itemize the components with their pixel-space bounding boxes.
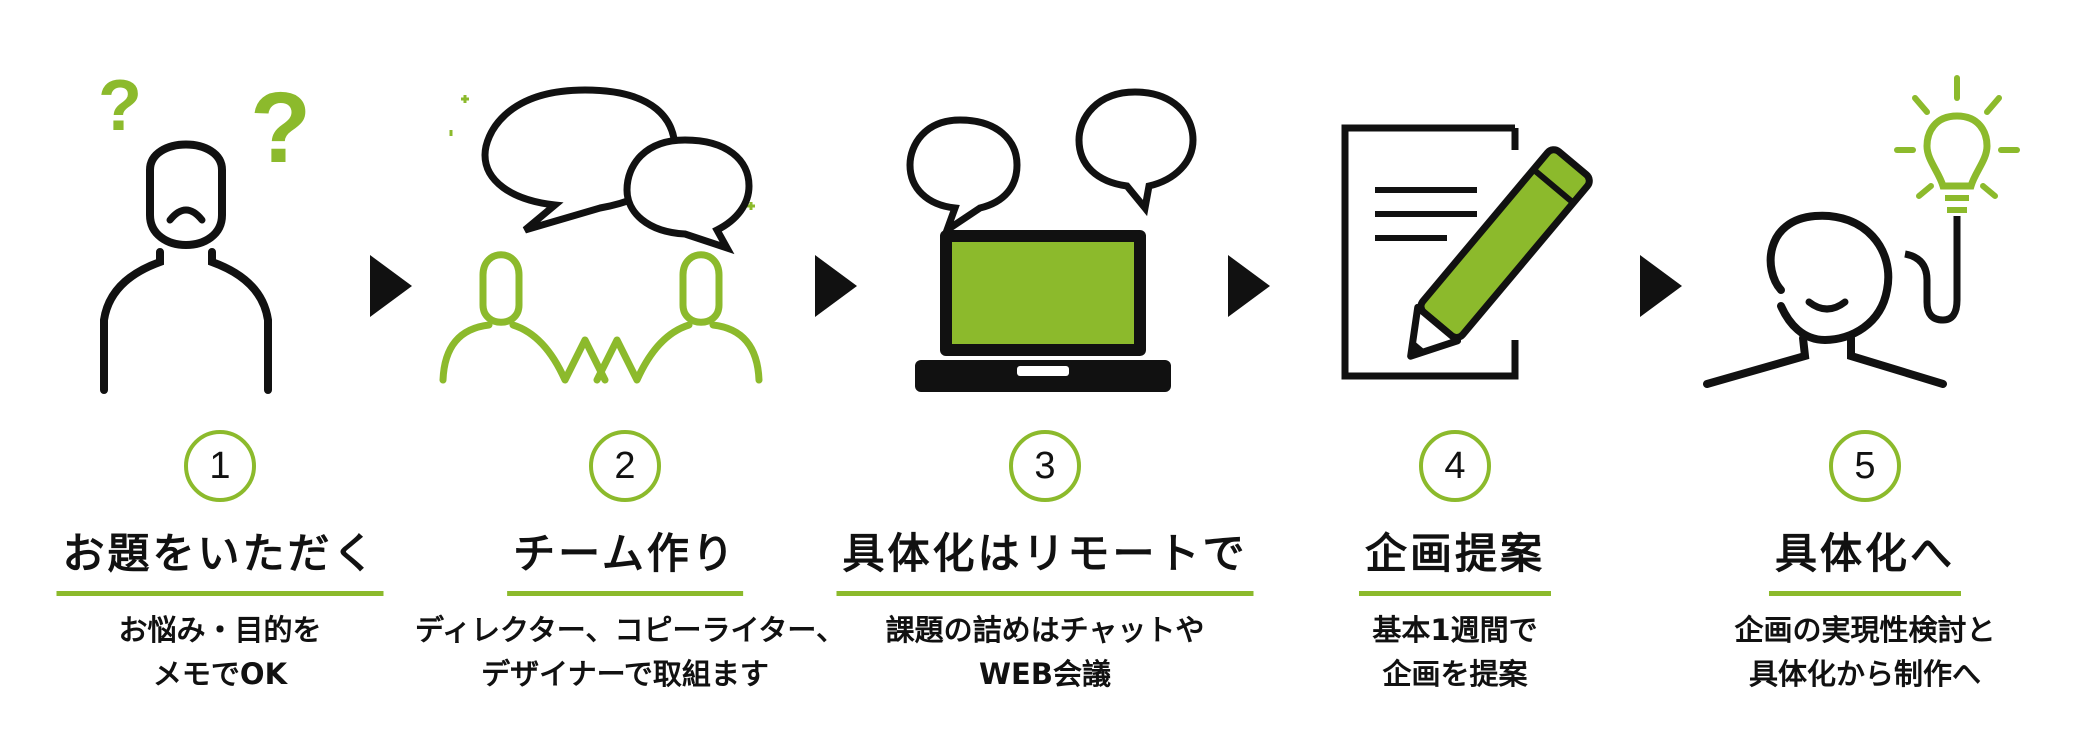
step-description: 企画の実現性検討と 具体化から制作へ <box>1734 613 1996 691</box>
next-arrow-icon <box>1228 255 1270 317</box>
next-arrow-icon <box>1640 255 1682 317</box>
svg-text:?: ? <box>98 66 142 146</box>
idea-person-icon <box>1703 75 2020 388</box>
step-title: 企画提案 <box>1358 520 1552 596</box>
step-description: お悩み・目的を メモでOK <box>118 613 322 691</box>
team-chat-icon <box>439 86 763 384</box>
step-number-badge: 4 <box>1419 430 1491 502</box>
confused-person-icon: ? ? <box>98 66 311 394</box>
step-4: 4 企画提案 基本1週間で 企画を提案 <box>1245 0 1665 756</box>
step-title: 具体化へ <box>1768 520 1962 596</box>
next-arrow-icon <box>815 255 857 317</box>
step-number-badge: 2 <box>589 430 661 502</box>
document-pencil-icon <box>1341 124 1593 380</box>
step-description: ディレクター、コピーライター、 デザイナーで取組ます <box>415 613 846 691</box>
step-2: 2 チーム作り ディレクター、コピーライター、 デザイナーで取組ます <box>415 0 846 756</box>
step-3: 3 具体化はリモートで 課題の詰めはチャットや WEB会議 <box>835 0 1255 756</box>
next-arrow-icon <box>370 255 412 317</box>
step-5: 5 具体化へ 企画の実現性検討と 具体化から制作へ <box>1655 0 2075 756</box>
step-title: 具体化はリモートで <box>836 520 1254 596</box>
step-title: お題をいただく <box>56 520 384 596</box>
step-1: ? ? 1 お題をいただく お悩み・目的を メモでOK <box>10 0 430 756</box>
step-description: 課題の詰めはチャットや WEB会議 <box>885 613 1205 691</box>
step-number-badge: 3 <box>1009 430 1081 502</box>
svg-text:?: ? <box>250 72 311 184</box>
step-title: チーム作り <box>507 520 743 596</box>
step-number-badge: 1 <box>184 430 256 502</box>
step-number-badge: 5 <box>1829 430 1901 502</box>
laptop-chat-icon <box>906 88 1197 392</box>
step-description: 基本1週間で 企画を提案 <box>1372 613 1538 691</box>
